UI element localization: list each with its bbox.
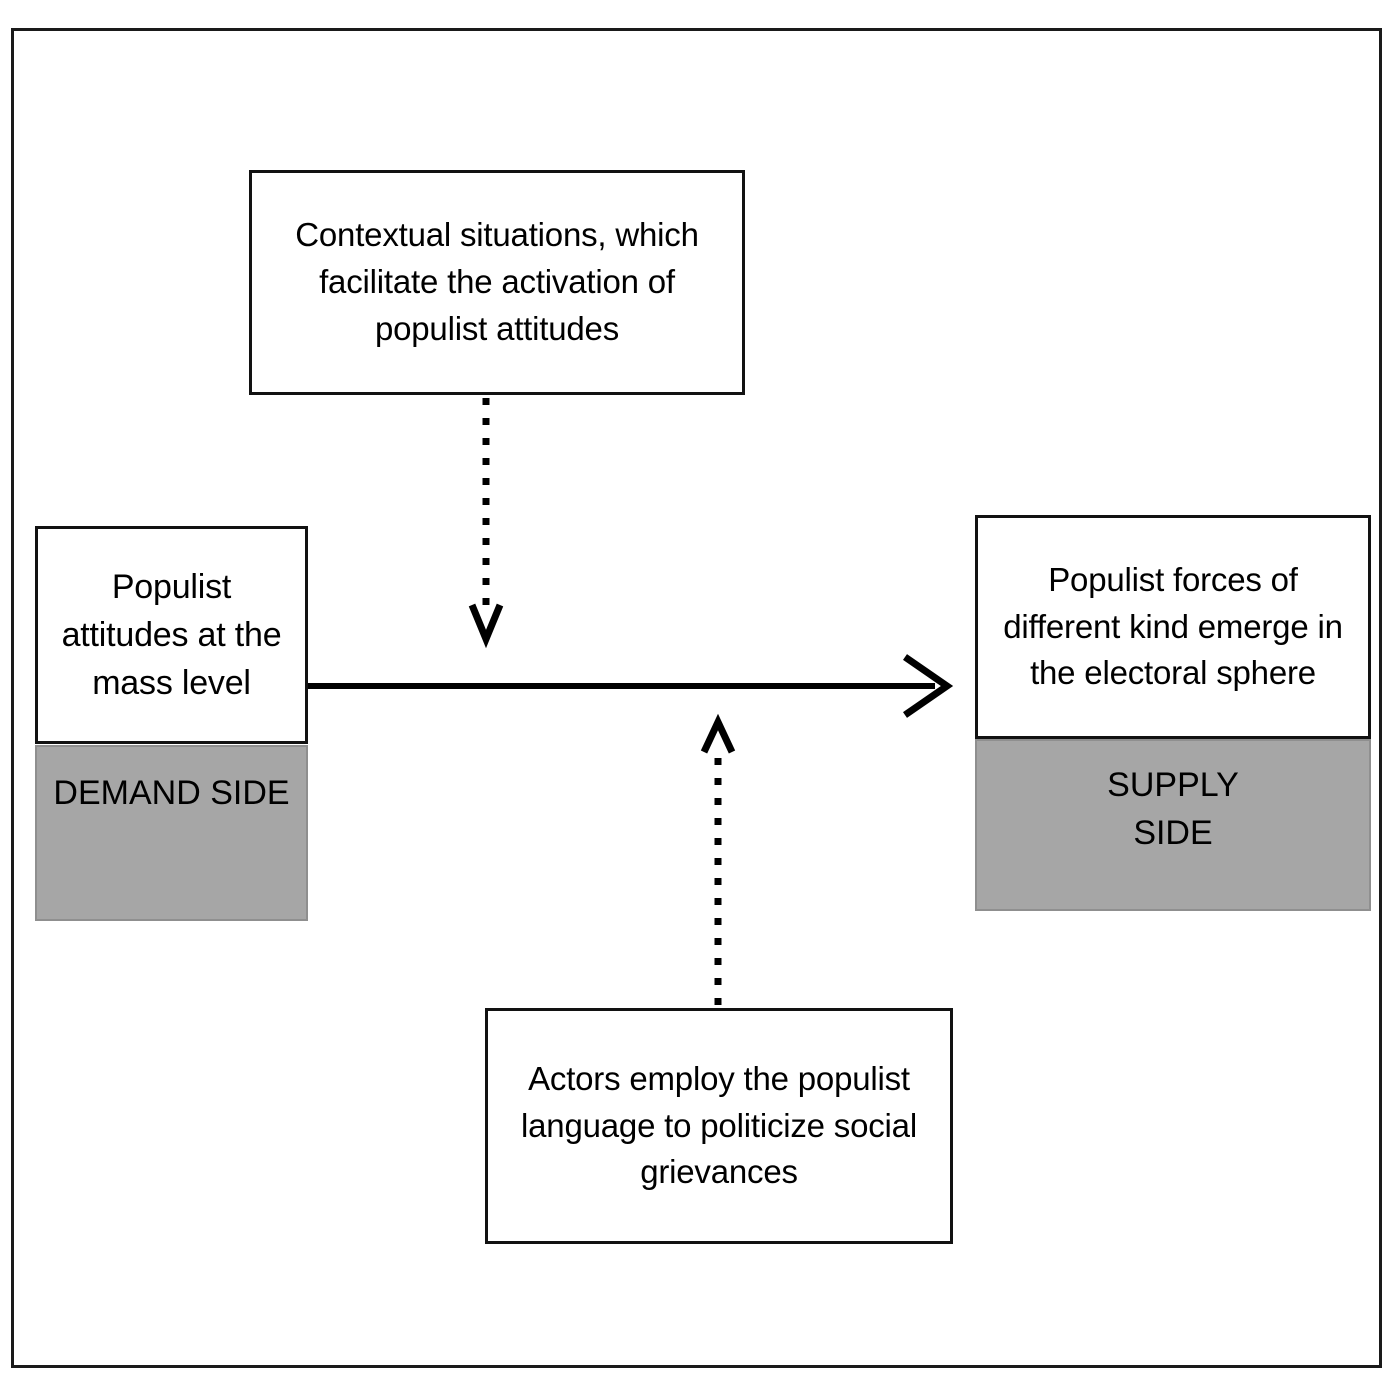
band-demand-side[interactable]: DEMAND SIDE xyxy=(35,745,308,921)
node-populist-attitudes[interactable]: Populist attitudes at the mass level xyxy=(35,526,308,744)
node-actors-populist-language[interactable]: Actors employ the populist language to p… xyxy=(485,1008,953,1244)
band-demand-side-label: DEMAND SIDE xyxy=(53,774,290,812)
band-supply-side[interactable]: SUPPLY SIDE xyxy=(975,739,1371,911)
node-populist-attitudes-label: Populist attitudes at the mass level xyxy=(61,567,282,703)
node-contextual-situations[interactable]: Contextual situations, which facilitate … xyxy=(249,170,745,395)
node-contextual-situations-label: Contextual situations, which facilitate … xyxy=(295,216,699,347)
node-populist-forces-label: Populist forces of different kind emerge… xyxy=(1003,560,1343,692)
node-populist-forces[interactable]: Populist forces of different kind emerge… xyxy=(975,515,1371,739)
band-supply-side-label: SUPPLY SIDE xyxy=(1107,766,1239,853)
node-actors-populist-language-label: Actors employ the populist language to p… xyxy=(521,1059,917,1191)
